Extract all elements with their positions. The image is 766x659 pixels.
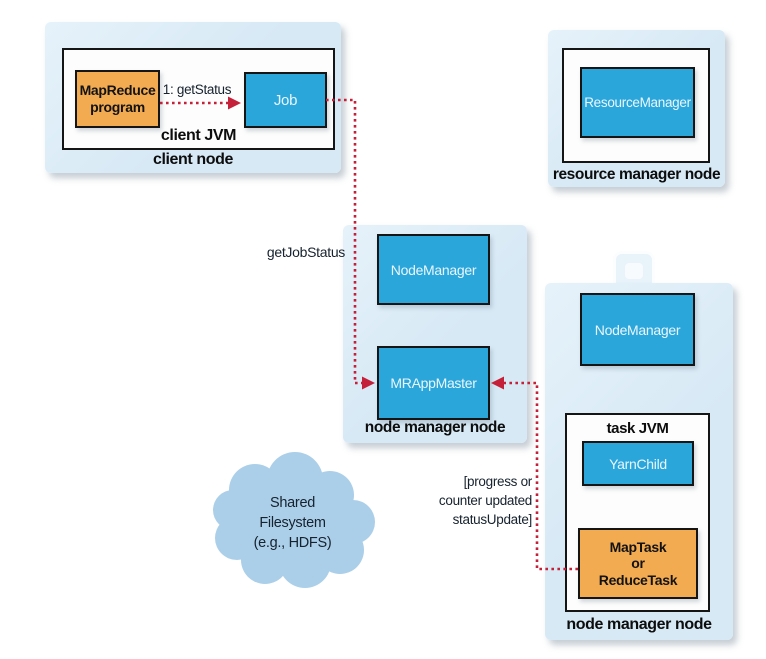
mapreduce-program-box: MapReduce program — [75, 70, 160, 128]
task-node-label: node manager node — [566, 616, 712, 633]
shared-filesystem-cloud: Shared Filesystem (e.g., HDFS) — [205, 450, 380, 595]
resource-manager-jvm-box: ResourceManager — [562, 48, 710, 163]
task-node: NodeManager task JVM YarnChild MapTask o… — [545, 283, 733, 640]
app-master-node-label: node manager node — [364, 419, 506, 436]
yarnchild-box: YarnChild — [582, 441, 694, 486]
status-update-label: [progress or counter updated statusUpdat… — [438, 474, 532, 527]
client-node: client JVM MapReduce program Job client … — [45, 22, 341, 173]
job-box: Job — [244, 72, 327, 128]
resource-manager-node: ResourceManager resource manager node — [548, 30, 725, 187]
mrappmaster-box: MRAppMaster — [377, 346, 490, 420]
resource-manager-node-label: resource manager node — [552, 166, 721, 183]
resourcemanager-box: ResourceManager — [580, 67, 695, 138]
app-master-node: NodeManager MRAppMaster node manager nod… — [343, 225, 527, 443]
app-master-nodemanager-box: NodeManager — [377, 234, 490, 305]
task-jvm-label: task JVM — [606, 420, 669, 437]
get-status-label: 1: getStatus — [162, 82, 232, 97]
task-nodemanager-box: NodeManager — [580, 293, 695, 366]
task-jvm-box: task JVM YarnChild MapTask or ReduceTask — [565, 413, 710, 612]
client-jvm-box: client JVM MapReduce program Job — [62, 48, 335, 150]
ghost-watermark-inner — [625, 263, 643, 279]
maptask-reducetask-box: MapTask or ReduceTask — [578, 528, 698, 599]
shared-filesystem-label: Shared Filesystem (e.g., HDFS) — [253, 494, 332, 551]
cloud-shape-icon — [213, 452, 375, 588]
get-job-status-label: getJobStatus — [266, 244, 345, 260]
client-node-label: client node — [152, 151, 234, 168]
client-jvm-label: client JVM — [160, 127, 237, 144]
